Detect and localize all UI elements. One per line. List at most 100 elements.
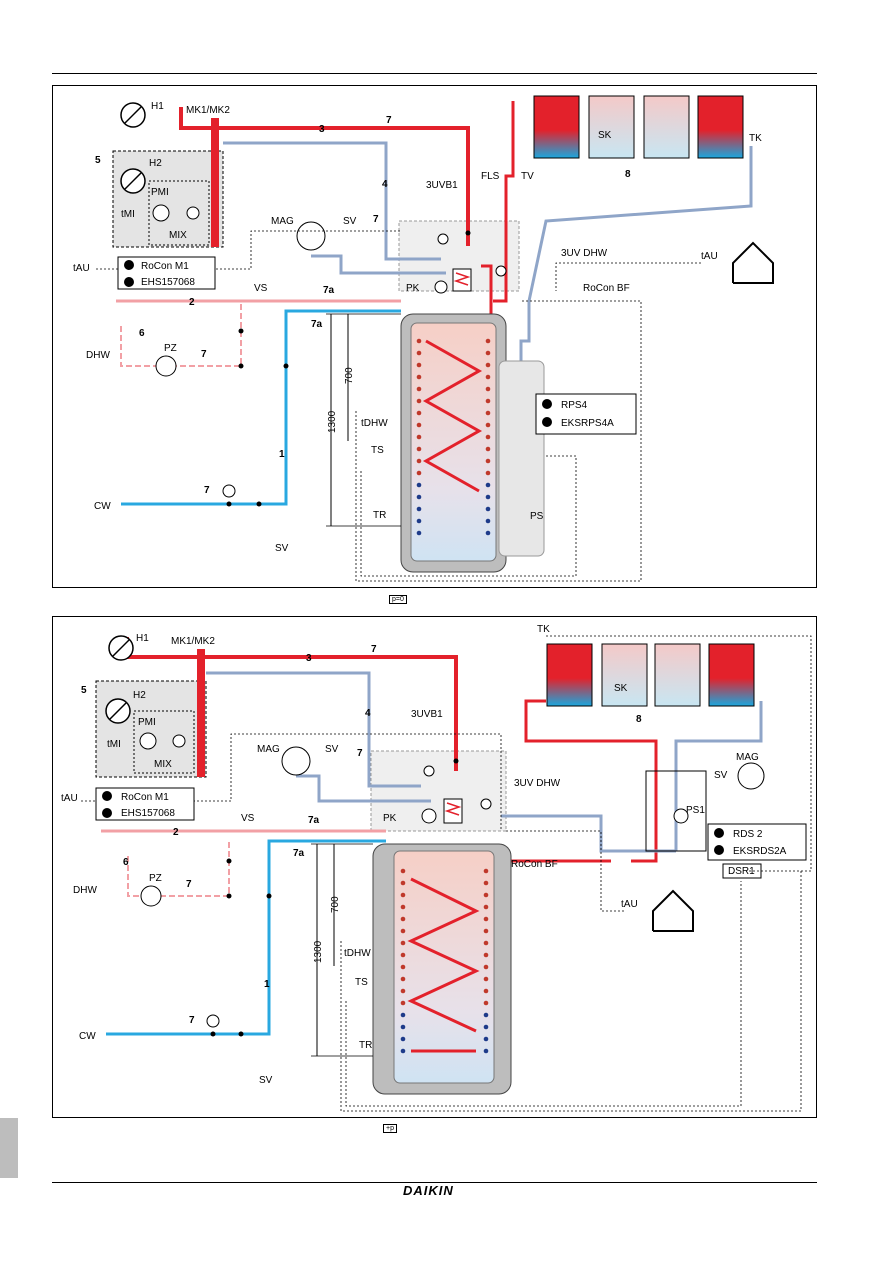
mag-pipe-2 <box>296 774 431 803</box>
label-tk: TK <box>749 133 762 144</box>
pk-pump-icon <box>434 280 448 294</box>
sensor-cable-2-1 <box>340 871 802 1112</box>
label-ts: TS <box>371 445 384 456</box>
label-tdhw: tDHW <box>361 418 388 429</box>
label-8: 8 <box>625 169 631 180</box>
tank-heating-coil <box>422 339 483 493</box>
label-2: 2 <box>189 297 195 308</box>
heat-exchanger-icon <box>452 268 472 292</box>
pk-pump-icon-2 <box>421 808 437 824</box>
solar-return-pipe <box>519 146 753 501</box>
label-fls: FLS <box>481 171 500 182</box>
label-tr: TR <box>373 510 386 521</box>
mix-valve-icon-2 <box>172 734 186 748</box>
pz-pump-icon <box>155 355 177 377</box>
solar-collector-2-3 <box>654 643 701 707</box>
pz-pump-icon-2 <box>140 885 162 907</box>
label-7a-1: 7a <box>323 285 335 296</box>
tank-interior <box>410 322 497 562</box>
label-2-2: 2 <box>173 827 179 838</box>
label-7-top-2: 7 <box>371 644 377 655</box>
pressure-zero-symbol: p=0 <box>389 595 407 604</box>
sensor-cable-2-5 <box>506 830 626 912</box>
label-h2: H2 <box>149 158 162 169</box>
label-rocon-bf-2: RoCon BF <box>511 859 558 870</box>
label-7a-2-2: 7a <box>293 848 305 859</box>
label-pk: PK <box>406 283 420 294</box>
rocon-box-r-2: RoCon M1 <box>121 792 169 803</box>
rps-box-r: RPS4 <box>561 400 588 411</box>
label-3-2: 3 <box>306 653 312 664</box>
solar-station-box <box>645 770 707 852</box>
uvdhw-motor-icon <box>495 265 507 277</box>
label-pmi-2: PMI <box>138 717 156 728</box>
label-ps1: PS1 <box>686 805 705 816</box>
label-7d-2: 7 <box>189 1015 195 1026</box>
mag-vessel-icon-2 <box>281 746 311 776</box>
label-cw: CW <box>94 501 111 512</box>
label-7a-2: 7a <box>311 319 323 330</box>
label-tau-left: tAU <box>73 263 90 274</box>
tank-enclosure-2 <box>370 750 507 832</box>
return-pipe <box>223 141 441 261</box>
mix-valve-icon <box>186 206 200 220</box>
uvb1-motor-icon <box>437 233 449 245</box>
coil-dots-right-2 <box>483 868 489 1054</box>
solar-return-pipe-2 <box>674 701 763 851</box>
label-pmi: PMI <box>151 187 169 198</box>
coil-return-pipe-2 <box>501 814 676 853</box>
label-tau-right: tAU <box>701 251 718 262</box>
rocon-info-box-2 <box>95 787 195 821</box>
label-sv-3: SV <box>714 770 728 781</box>
label-700: 700 <box>344 367 355 384</box>
label-7-top: 7 <box>386 115 392 126</box>
rps-info-box <box>535 393 637 435</box>
label-sv-2: SV <box>325 744 339 755</box>
sensor-cable-2 <box>360 455 577 577</box>
coil-dots-left <box>416 338 422 536</box>
solar-collector-4 <box>697 95 744 159</box>
header-rule <box>52 73 817 74</box>
label-tdhw-2: tDHW <box>344 948 371 959</box>
label-3uvdhw-2: 3UV DHW <box>514 778 561 789</box>
label-5-2: 5 <box>81 685 87 696</box>
label-h1-2: H1 <box>136 633 149 644</box>
mixer-subbox <box>148 180 210 246</box>
solar-collector-3 <box>643 95 690 159</box>
label-7b: 7 <box>373 214 379 225</box>
sensor-cable-2-2 <box>345 881 742 1107</box>
label-pk-2: PK <box>383 813 397 824</box>
label-h2-2: H2 <box>133 690 146 701</box>
label-7d: 7 <box>204 485 210 496</box>
label-sv2: SV <box>275 543 289 554</box>
solar-collector-1 <box>533 95 580 159</box>
cold-water-pipe-2 <box>106 839 386 1036</box>
house-icon-2 <box>652 889 694 932</box>
cw-gauge-icon <box>222 484 236 498</box>
label-sv2-2: SV <box>259 1075 273 1086</box>
solar-collector-2 <box>588 95 635 159</box>
label-8-2: 8 <box>636 714 642 725</box>
label-1: 1 <box>279 449 285 460</box>
label-tau-left-2: tAU <box>61 793 78 804</box>
rocon-box-r: RoCon M1 <box>141 261 189 272</box>
label-sk-2: SK <box>614 683 628 694</box>
label-mix: MIX <box>169 230 187 241</box>
label-6-2: 6 <box>123 857 129 868</box>
solar-collector-2-2 <box>601 643 648 707</box>
circulation-pipe-2 <box>127 841 230 897</box>
label-3uvdhw: 3UV DHW <box>561 248 608 259</box>
label-vs: VS <box>254 283 268 294</box>
label-1300: 1300 <box>327 410 338 433</box>
rds-box-d: EKSRDS2A <box>733 846 787 857</box>
label-dhw: DHW <box>86 350 110 361</box>
label-sk: SK <box>598 130 612 141</box>
label-3uvb1: 3UVB1 <box>426 180 458 191</box>
uvb1-motor-icon-2 <box>423 765 435 777</box>
label-7a-1-2: 7a <box>308 815 320 826</box>
label-ps: PS <box>530 511 544 522</box>
label-ts-2: TS <box>355 977 368 988</box>
label-4-2: 4 <box>365 708 371 719</box>
label-5: 5 <box>95 155 101 166</box>
tank-heating-coil-2 <box>407 877 480 1033</box>
